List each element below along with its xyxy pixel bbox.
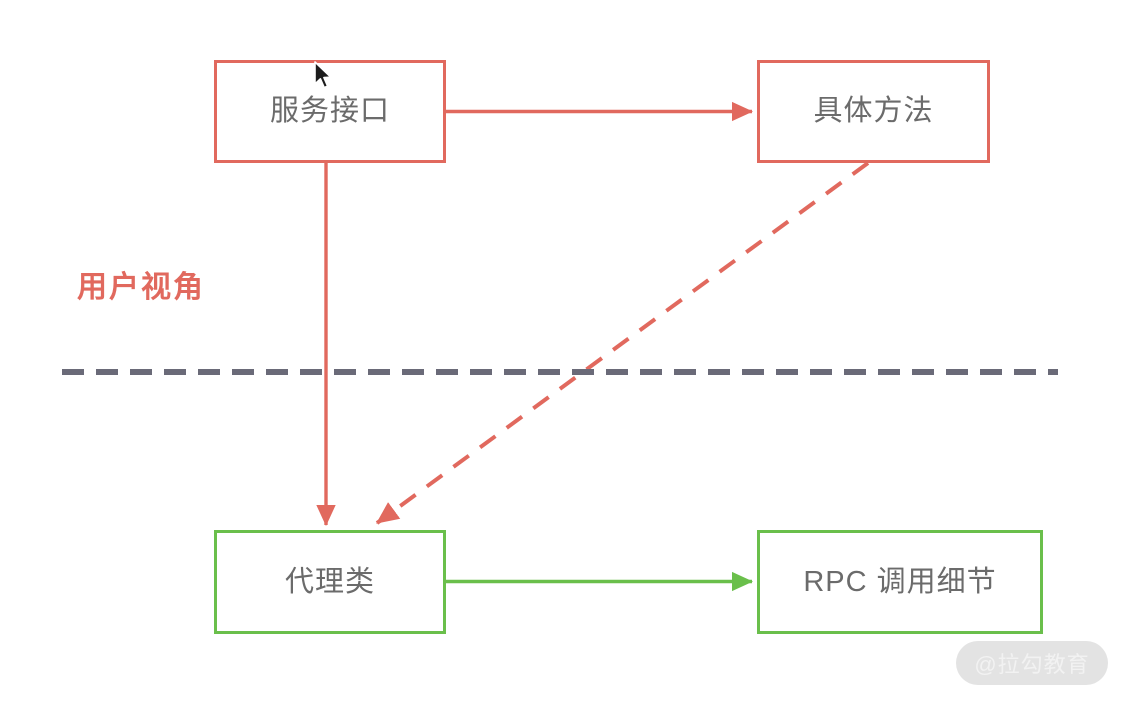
node-concrete-method-label: 具体方法	[813, 95, 934, 127]
watermark-badge: @拉勾教育	[956, 641, 1108, 685]
edge-method-to-proxy	[375, 161, 870, 525]
node-rpc-detail[interactable]: RPC 调用细节	[757, 530, 1043, 634]
watermark-text: @拉勾教育	[974, 652, 1090, 677]
user-view-label: 用户视角	[77, 271, 205, 304]
node-service-interface-label: 服务接口	[269, 95, 390, 127]
node-rpc-detail-label: RPC 调用细节	[803, 565, 997, 598]
node-proxy-class-label: 代理类	[284, 565, 375, 598]
node-concrete-method[interactable]: 具体方法	[757, 60, 990, 163]
node-proxy-class[interactable]: 代理类	[214, 530, 446, 634]
node-service-interface[interactable]: 服务接口	[214, 60, 446, 163]
